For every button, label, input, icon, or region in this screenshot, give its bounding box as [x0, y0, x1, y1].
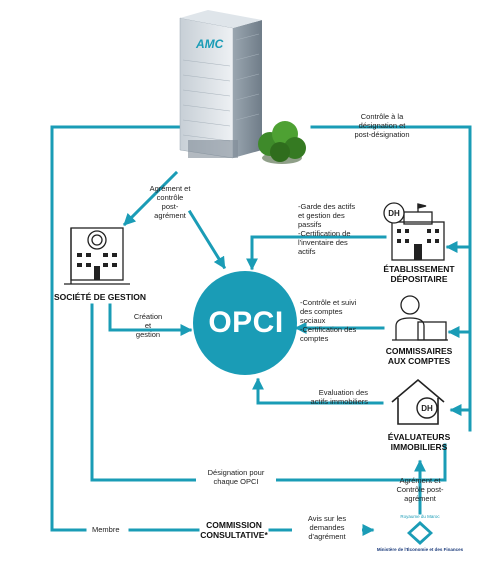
- societe-title: SOCIÉTÉ DE GESTION: [53, 292, 147, 302]
- commissaires-title: COMMISSAIRES AUX COMPTES: [385, 346, 453, 366]
- label-evaluation-actifs: Evaluation des actifs immobiliers: [310, 388, 368, 406]
- commission-title: COMMISSION CONSULTATIVE*: [200, 520, 268, 540]
- connector-building-societe: [122, 170, 179, 227]
- tree-icon: [258, 121, 306, 164]
- opci-label: OPCI: [208, 306, 284, 339]
- societe-building-icon: [64, 227, 130, 285]
- label-designation-opci: Désignation pour chaque OPCI: [196, 468, 276, 486]
- evaluateurs-house-icon: [391, 378, 445, 425]
- opci-circle: [193, 271, 297, 375]
- label-agrement-controle: Agrément et contrôle post- agrément: [149, 184, 191, 220]
- connector-evaluateurs-opci: [252, 377, 384, 405]
- ministere-top-text: Royaume du Maroc: [400, 514, 440, 519]
- ministere-logo-icon: [407, 521, 433, 545]
- ministere-bottom-text: Ministère de l'Économie et des Finances: [376, 547, 464, 552]
- dh-badge-evaluateurs-text: DH: [421, 404, 433, 413]
- connector-building-left: [50, 125, 190, 532]
- evaluateurs-title: ÉVALUATEURS IMMOBILIERS: [387, 432, 451, 452]
- amc-building: [179, 10, 262, 159]
- dh-badge-evaluateurs: [416, 397, 438, 419]
- dh-badge-etablissement-text: DH: [388, 209, 400, 218]
- commissaires-person-icon: [392, 295, 448, 341]
- label-controle-designation: Contrôle à la désignation et post-désign…: [354, 112, 410, 139]
- label-avis-agrement: Avis sur les demandes d'agrément: [292, 514, 362, 541]
- connector-building-opci: [187, 209, 227, 270]
- dh-badge-etablissement: [383, 202, 405, 224]
- amc-logo: AMC: [195, 37, 224, 51]
- connector-societe-opci: [108, 303, 193, 336]
- label-controle-suivi: -Contrôle et suivi des comptes sociaux -…: [300, 298, 357, 343]
- label-agrement-ministere: Agrément et Contrôle post- agrément: [396, 476, 444, 503]
- connector-etablissement-opci: [246, 235, 387, 271]
- label-garde-actifs: -Garde des actifs et gestion des passifs…: [298, 202, 356, 256]
- label-membre: Membre: [92, 525, 120, 534]
- connector-building-right: [310, 125, 472, 432]
- label-creation-gestion: Création et gestion: [133, 312, 163, 339]
- etablissement-building-icon: [391, 203, 445, 261]
- etablissement-title: ÉTABLISSEMENT DÉPOSITAIRE: [383, 264, 455, 284]
